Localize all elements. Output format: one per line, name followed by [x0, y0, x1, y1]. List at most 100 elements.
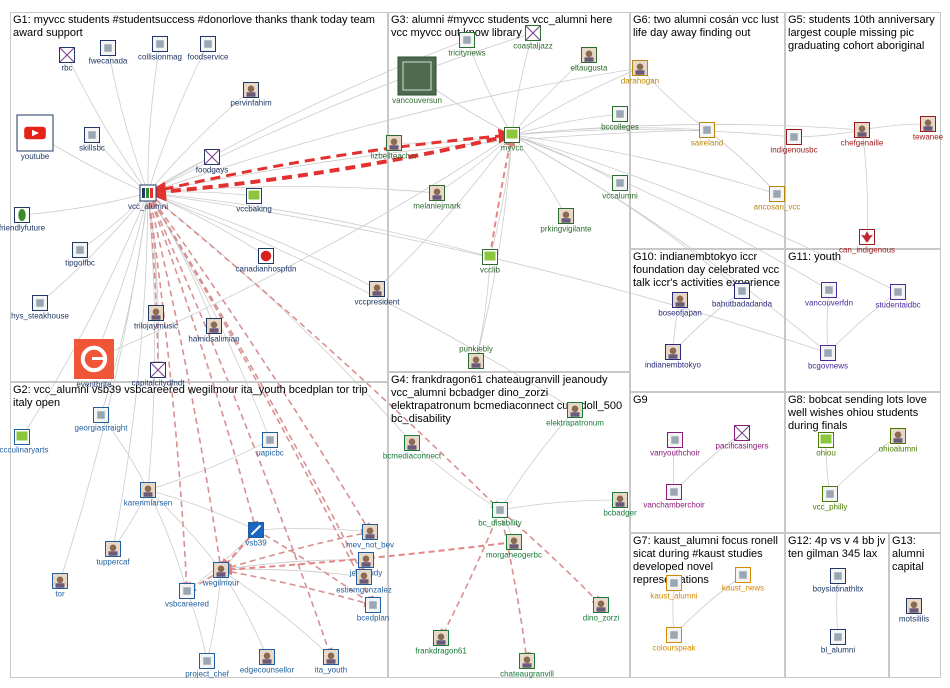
youtube-icon	[16, 114, 54, 152]
node-elektrapatronum[interactable]: elektrapatronum	[546, 402, 604, 428]
node-frankdragon61[interactable]: frankdragon61	[415, 630, 467, 656]
edge-myvcc-coastaljazz	[511, 32, 534, 136]
node-punkiebly[interactable]: punkiebly	[459, 345, 493, 369]
node-trilojaymusic[interactable]: trilojaymusic	[134, 305, 178, 331]
node-prkingvigilante[interactable]: prkingvigilante	[540, 208, 592, 234]
photo-icon	[854, 122, 870, 138]
node-pervinfahim[interactable]: pervinfahim	[230, 82, 272, 108]
node-eltaugusta[interactable]: eltaugusta	[571, 47, 608, 73]
node-vsbcareered[interactable]: vsbcareered	[165, 583, 209, 609]
node-fwecanada[interactable]: fwecanada	[89, 40, 128, 66]
photo-icon	[323, 649, 339, 665]
node-project_chef[interactable]: project_chef	[185, 653, 230, 679]
node-ohioalumni[interactable]: ohioalumni	[879, 428, 918, 454]
node-vcc_philly[interactable]: vcc_philly	[813, 486, 848, 512]
edge-wegilmour-ita_youth	[220, 569, 332, 658]
node-bcgovnews[interactable]: bcgovnews	[808, 345, 848, 371]
node-coastaljazz[interactable]: coastaljazz	[513, 25, 553, 51]
node-boyslatinathltx[interactable]: boyslatinathltx	[813, 568, 864, 594]
node-indianembtokyo[interactable]: indianembtokyo	[645, 344, 702, 370]
node-vccbaking[interactable]: vccbaking	[236, 188, 272, 214]
node-tuppercaf[interactable]: tuppercaf	[96, 541, 130, 567]
edge-vsb39-bcedplan	[255, 529, 374, 606]
node-karenmlarsen[interactable]: karenmlarsen	[124, 482, 172, 508]
node-chateaugranvill[interactable]: chateaugranvill	[500, 653, 554, 679]
node-myvcc[interactable]: myvcc	[501, 127, 524, 153]
green-square-icon	[246, 188, 262, 204]
node-vccculinaryarts[interactable]: vccculinaryarts	[0, 429, 48, 455]
node-foodservice[interactable]: foodservice	[188, 36, 229, 62]
edge-bc_disability-chateaugranvill	[499, 509, 531, 662]
node-vanchamberchoir[interactable]: vanchamberchoir	[643, 484, 705, 510]
node-bccolleges[interactable]: bccolleges	[601, 106, 639, 132]
node-bl_alumni[interactable]: bl_alumni	[821, 629, 855, 655]
node-tipgolfbc[interactable]: tipgolfbc	[65, 242, 95, 268]
node-colourspeak[interactable]: colourspeak	[652, 627, 697, 653]
node-uapicbc[interactable]: uapicbc	[256, 432, 284, 458]
vsb-icon	[248, 522, 264, 538]
node-pacificasingers[interactable]: pacificasingers	[716, 425, 769, 451]
node-vancouversun[interactable]: vancouversun	[392, 56, 442, 105]
node-ancosan_vcc[interactable]: ancosan_vcc	[754, 186, 801, 212]
node-ohiou[interactable]: ohiou	[816, 432, 836, 458]
blank-x-icon	[734, 425, 750, 441]
node-saireland[interactable]: saireland	[691, 122, 723, 148]
node-melaniejmark[interactable]: melaniejmark	[413, 185, 462, 211]
node-lizbellteacher[interactable]: lizbellteacher	[371, 135, 418, 161]
node-vccpresident[interactable]: vccpresident	[355, 281, 401, 307]
node-chefgenaille[interactable]: chefgenaille	[841, 122, 884, 148]
node-label-hamidsalimian: hamidsalimian	[188, 335, 239, 344]
node-bc_disability[interactable]: bc_disability	[478, 502, 522, 528]
node-vsb39[interactable]: vsb39	[245, 522, 267, 548]
node-morganeogerbc[interactable]: morganeogerbc	[486, 534, 542, 560]
node-ita_youth[interactable]: ita_youth	[315, 649, 347, 675]
node-tor[interactable]: tor	[52, 573, 68, 599]
node-darahogan[interactable]: darahogan	[621, 60, 659, 86]
vcc-logo-icon	[139, 184, 157, 202]
node-vcc_alumni[interactable]: vcc_alumni	[128, 184, 168, 211]
node-hamidsalimian[interactable]: hamidsalimian	[188, 318, 240, 344]
node-can_indigenous[interactable]: can_indigenous	[839, 229, 895, 255]
node-dino_zorzi[interactable]: dino_zorzi	[583, 597, 620, 623]
edge-myvcc-chefgenaille	[511, 124, 863, 136]
node-vanyouthchoir[interactable]: vanyouthchoir	[650, 432, 700, 458]
node-edgecounsellor[interactable]: edgecounsellor	[240, 649, 295, 675]
node-skillsbc[interactable]: skillsbc	[79, 127, 105, 153]
group-title-g13: G13: alumni capital	[892, 535, 925, 573]
node-kaust_alumni[interactable]: kaust_alumni	[650, 575, 698, 601]
node-rbc[interactable]: rbc	[59, 47, 75, 73]
node-studentaidbc[interactable]: studentaidbc	[875, 284, 921, 310]
node-indigenousbc[interactable]: indigenousbc	[770, 129, 818, 155]
node-bahutbadadanda[interactable]: bahutbadadanda	[712, 283, 773, 309]
node-capitalcitydfndt[interactable]: capitalcitydfndt	[132, 362, 186, 388]
node-kaust_news[interactable]: kaust_news	[722, 567, 764, 593]
node-youtube[interactable]: youtube	[16, 114, 54, 161]
node-canadianhospfdn[interactable]: canadianhospfdn	[236, 248, 297, 274]
node-motsililis[interactable]: motsililis	[899, 598, 929, 624]
node-bcmediaconnect[interactable]: bcmediaconnect	[383, 435, 442, 461]
node-boseofjapan[interactable]: boseofjapan	[658, 292, 702, 318]
node-mev_not_bev[interactable]: mev_not_bev	[346, 524, 394, 550]
node-tewanee[interactable]: tewanee	[913, 116, 944, 142]
node-bcedplan[interactable]: bcedplan	[357, 597, 389, 623]
node-label-motsililis: motsililis	[899, 615, 929, 624]
edge-vcc_alumni-tor	[59, 192, 149, 582]
node-estiemgonzalez[interactable]: estiemgonzalez	[336, 569, 392, 595]
node-vccalumni[interactable]: vccalumni	[602, 175, 638, 201]
node-vcclib[interactable]: vcclib	[480, 249, 501, 275]
node-georgiastraight[interactable]: georgiastraight	[75, 407, 129, 433]
edge-vcc_alumni-capitalcitydfndt	[147, 192, 163, 371]
group-box-g5: G5: students 10th anniversary largest co…	[785, 12, 941, 249]
node-vancouverfdn[interactable]: vancouverfdn	[805, 282, 853, 308]
node-bcbadger[interactable]: bcbadger	[603, 492, 637, 518]
node-tricitynews[interactable]: tricitynews	[448, 32, 486, 58]
node-hys_steakhouse[interactable]: hys_steakhouse	[11, 295, 69, 321]
node-friendlyfuture[interactable]: friendlyfuture	[0, 207, 46, 233]
node-collisionmag[interactable]: collisionmag	[138, 36, 182, 62]
node-eventbrite[interactable]: eventbrite	[74, 339, 114, 389]
group-box-g13: G13: alumni capital	[889, 533, 941, 678]
node-foodgays[interactable]: foodgays	[196, 149, 228, 175]
edge-myvcc-indigenousbc	[511, 129, 795, 138]
node-label-saireland: saireland	[691, 139, 723, 148]
node-wegilmour[interactable]: wegilmour	[202, 562, 240, 588]
